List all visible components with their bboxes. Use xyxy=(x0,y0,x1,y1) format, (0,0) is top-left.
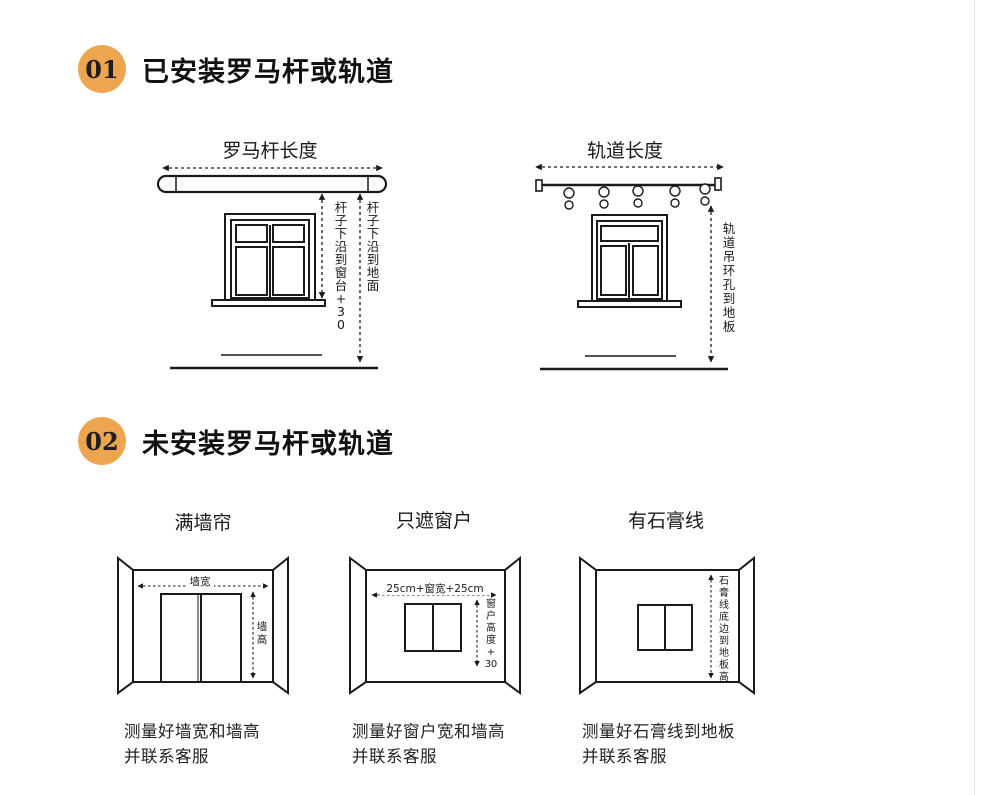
page-edge-line xyxy=(974,0,975,795)
svg-text:高: 高 xyxy=(719,670,729,683)
svg-text:道: 道 xyxy=(723,235,736,250)
full-wall-diagram xyxy=(117,555,289,695)
svg-text:下: 下 xyxy=(367,226,380,241)
window-width-label: 25cm+窗宽+25cm xyxy=(386,582,483,595)
svg-text:地: 地 xyxy=(723,305,736,320)
svg-text:户: 户 xyxy=(486,609,496,622)
window-height-label: 窗 户 高 度 + 3 0 xyxy=(485,597,497,670)
svg-text:面: 面 xyxy=(367,278,380,293)
svg-text:度: 度 xyxy=(486,633,496,646)
svg-text:沿: 沿 xyxy=(367,239,380,254)
section-2-header: 02 未安装罗马杆或轨道 xyxy=(78,417,394,465)
svg-text:地: 地 xyxy=(367,265,380,280)
section-1-header: 01 已安装罗马杆或轨道 xyxy=(78,45,394,93)
svg-text:子: 子 xyxy=(367,213,380,228)
svg-text:到: 到 xyxy=(723,291,736,306)
track-diagram: 轨道长度 xyxy=(535,140,728,371)
track-length-label: 轨道长度 xyxy=(587,140,663,162)
roman-rod-diagram: 罗马杆长度 xyxy=(156,140,388,370)
svg-text:到: 到 xyxy=(719,635,729,647)
svg-text:0: 0 xyxy=(337,317,345,332)
window-drawing-2 xyxy=(577,214,682,308)
svg-text:孔: 孔 xyxy=(723,277,736,292)
step-badge-1: 01 xyxy=(78,45,126,93)
panel-2-title: 只遮窗户 xyxy=(396,510,472,532)
svg-text:窗: 窗 xyxy=(486,597,496,610)
svg-text:沿: 沿 xyxy=(335,239,348,254)
svg-text:边: 边 xyxy=(719,623,729,635)
panel-3-title: 有石膏线 xyxy=(628,509,704,532)
section-1-title: 已安装罗马杆或轨道 xyxy=(142,56,394,88)
panel-1-title: 满墙帘 xyxy=(174,512,231,534)
svg-text:吊: 吊 xyxy=(723,249,736,264)
svg-text:台: 台 xyxy=(335,278,348,293)
window-drawing xyxy=(211,213,326,307)
svg-text:墙: 墙 xyxy=(257,620,268,633)
svg-text:+: + xyxy=(487,647,495,658)
svg-text:石: 石 xyxy=(719,576,729,587)
wall-width-label: 墙宽 xyxy=(190,575,211,588)
svg-text:到: 到 xyxy=(367,252,380,267)
svg-text:轨: 轨 xyxy=(723,221,736,236)
rod-length-label: 罗马杆长度 xyxy=(222,140,317,162)
svg-text:到: 到 xyxy=(335,252,348,267)
svg-text:子: 子 xyxy=(335,213,348,228)
section-2-title: 未安装罗马杆或轨道 xyxy=(142,428,394,460)
panel-3-caption: 测量好石膏线到地板 并联系客服 xyxy=(582,722,735,766)
svg-text:+: + xyxy=(336,291,346,306)
svg-text:地: 地 xyxy=(719,646,729,659)
crown-molding-diagram xyxy=(579,555,755,695)
svg-text:0: 0 xyxy=(491,659,497,670)
svg-text:底: 底 xyxy=(719,610,729,623)
svg-text:窗: 窗 xyxy=(335,265,348,280)
svg-text:杆: 杆 xyxy=(335,200,348,215)
svg-text:高: 高 xyxy=(486,621,496,634)
svg-text:膏: 膏 xyxy=(719,586,729,599)
panel-2-caption: 测量好窗户宽和墙高 并联系客服 xyxy=(352,722,505,766)
wall-height-label: 墙 高 xyxy=(257,620,268,646)
svg-text:环: 环 xyxy=(723,263,736,278)
rod-to-floor-label: 杆 子 下 沿 到 地 面 xyxy=(367,200,380,293)
molding-to-floor-label: 石 膏 线 底 边 到 地 板 高 xyxy=(719,576,729,683)
svg-text:3: 3 xyxy=(485,659,491,670)
svg-text:高: 高 xyxy=(257,633,268,646)
roman-rod xyxy=(156,174,388,194)
svg-text:3: 3 xyxy=(337,304,345,319)
step-badge-2: 02 xyxy=(78,417,126,465)
svg-text:杆: 杆 xyxy=(367,200,380,215)
svg-text:板: 板 xyxy=(719,658,729,671)
rod-to-sill-label: 杆 子 下 沿 到 窗 台 + 3 0 xyxy=(335,200,348,332)
svg-text:板: 板 xyxy=(723,319,736,334)
svg-text:线: 线 xyxy=(719,598,729,611)
svg-text:下: 下 xyxy=(335,226,348,241)
track-to-floor-label: 轨 道 吊 环 孔 到 地 板 xyxy=(723,221,736,334)
panel-1-caption: 测量好墙宽和墙高 并联系客服 xyxy=(124,722,260,766)
